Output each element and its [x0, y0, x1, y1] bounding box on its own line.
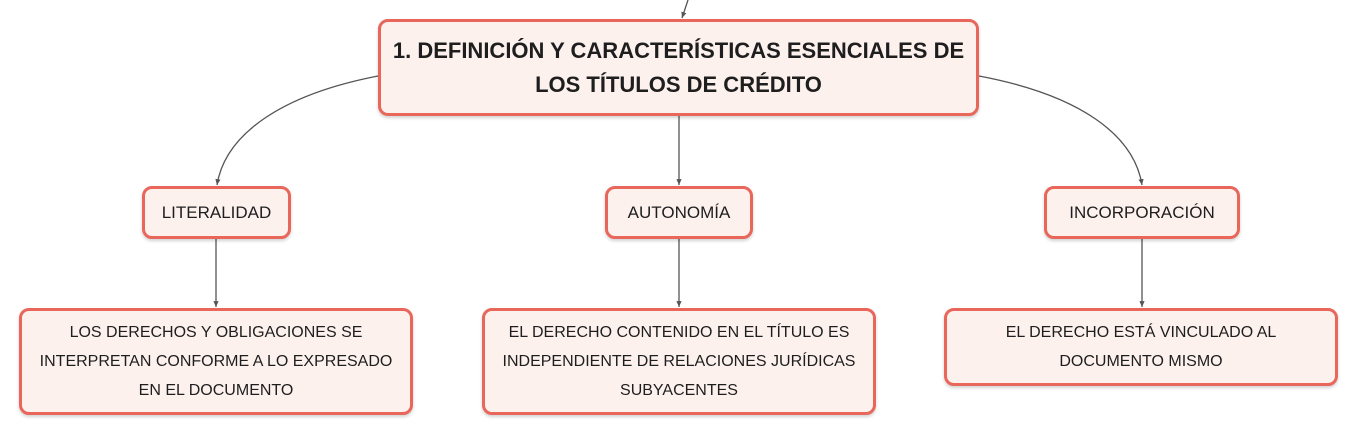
description-line: DOCUMENTO MISMO: [1059, 353, 1223, 370]
node-incorporacion-label: INCORPORACIÓN: [1069, 202, 1215, 222]
description-line: SUBYACENTES: [620, 382, 738, 399]
incorporacion-description-text: EL DERECHO ESTÁ VINCULADO AL DOCUMENTO M…: [1006, 318, 1277, 376]
root-node[interactable]: 1. DEFINICIÓN Y CARACTERÍSTICAS ESENCIAL…: [378, 19, 979, 116]
root-title-line-2: LOS TÍTULOS DE CRÉDITO: [535, 71, 822, 97]
node-autonomia-description[interactable]: EL DERECHO CONTENIDO EN EL TÍTULO ES IND…: [482, 308, 876, 415]
node-incorporacion-description[interactable]: EL DERECHO ESTÁ VINCULADO AL DOCUMENTO M…: [944, 308, 1338, 386]
node-literalidad-description[interactable]: LOS DERECHOS Y OBLIGACIONES SE INTERPRET…: [19, 308, 413, 415]
description-line: EL DERECHO CONTENIDO EN EL TÍTULO ES: [508, 324, 850, 341]
connector-root-incorporacion: [978, 75, 1144, 186]
description-line: EN EL DOCUMENTO: [138, 382, 294, 399]
node-autonomia[interactable]: AUTONOMÍA: [605, 186, 753, 239]
root-title: 1. DEFINICIÓN Y CARACTERÍSTICAS ESENCIAL…: [393, 34, 964, 102]
literalidad-description-text: LOS DERECHOS Y OBLIGACIONES SE INTERPRET…: [40, 318, 393, 405]
node-autonomia-label: AUTONOMÍA: [627, 202, 731, 222]
root-title-line-1: 1. DEFINICIÓN Y CARACTERÍSTICAS ESENCIAL…: [392, 37, 965, 63]
node-literalidad[interactable]: LITERALIDAD: [142, 186, 291, 239]
incoming-connector: [681, 0, 689, 19]
connector-root-literalidad: [215, 75, 379, 186]
node-incorporacion[interactable]: INCORPORACIÓN: [1044, 186, 1240, 239]
description-line: INTERPRETAN CONFORME A LO EXPRESADO: [39, 353, 393, 370]
description-line: LOS DERECHOS Y OBLIGACIONES SE: [69, 324, 363, 341]
autonomia-description-text: EL DERECHO CONTENIDO EN EL TÍTULO ES IND…: [503, 318, 856, 405]
node-literalidad-label: LITERALIDAD: [161, 202, 272, 222]
description-line: INDEPENDIENTE DE RELACIONES JURÍDICAS: [502, 353, 856, 370]
description-line: EL DERECHO ESTÁ VINCULADO AL: [1005, 324, 1277, 341]
